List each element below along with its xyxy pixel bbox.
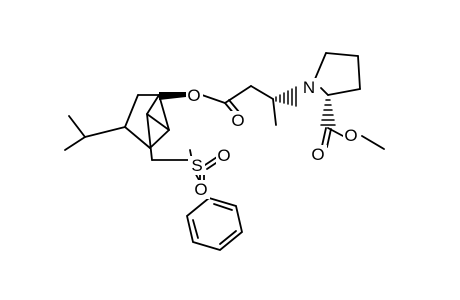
atom-n-pyrrolidine: N — [303, 78, 315, 97]
bond-bridge-up — [124, 94, 139, 128]
atom-s-sulfonyl: S — [191, 156, 202, 175]
bond-c4-c3 — [357, 55, 361, 90]
bond-c-o-double-1 — [321, 127, 327, 147]
phenyl-ring — [185, 197, 244, 251]
phenyl-hexagon — [185, 197, 244, 251]
bond-methyl-a — [68, 115, 86, 138]
bond-c-o-double-2 — [326, 128, 332, 148]
bond-n-c5 — [314, 52, 327, 80]
atom-o-sulfonyl-1: O — [217, 146, 230, 165]
bond-c1-c7 — [146, 113, 170, 131]
bond-s-o-a1 — [204, 156, 218, 166]
bond-ring-right — [158, 94, 170, 131]
bond-carbonyl-o-2 — [228, 99, 240, 113]
bond-gemdimethyl-c7 — [84, 126, 126, 138]
bond-ch2-ch — [250, 85, 274, 100]
phenyl-double-2 — [219, 230, 237, 245]
bond-lower-ring — [149, 129, 170, 149]
ester-chain — [201, 85, 297, 126]
bicyclic-core — [64, 92, 193, 161]
atom-labels: O O N O O S O O — [186, 78, 360, 199]
bond-o-methyl — [361, 135, 385, 150]
atom-o-methyl-ester-carbonyl: O — [311, 145, 324, 164]
bond-c2-n — [320, 87, 329, 96]
hashed-wedge-c2-co — [320, 99, 336, 126]
bond-methyl-b — [64, 136, 86, 151]
bond-ch2-to-s — [146, 113, 153, 161]
atom-o-ester-carbonyl: O — [231, 111, 244, 130]
bond-ch-methyl — [272, 98, 277, 126]
hashed-wedge-ch-n — [275, 86, 297, 107]
bond-o-carbonyl — [201, 94, 226, 104]
wedge-c2-o — [159, 92, 186, 100]
atom-o-ester-link: O — [187, 86, 200, 105]
bond-bridge-down — [124, 126, 151, 149]
bond-c5-c4 — [325, 52, 359, 57]
atom-o-sulfonyl-2: O — [194, 180, 207, 199]
bond-c3-c2 — [327, 88, 361, 96]
atom-o-methyl-ester: O — [344, 126, 357, 145]
bond-carbonyl-ch2 — [224, 85, 252, 104]
methyl-ester — [321, 127, 385, 150]
phenyl-double-1 — [213, 203, 233, 211]
pyrrolidine-ring — [314, 52, 361, 126]
phenyl-double-3 — [192, 219, 199, 239]
bond-c2-c1 — [146, 94, 160, 115]
